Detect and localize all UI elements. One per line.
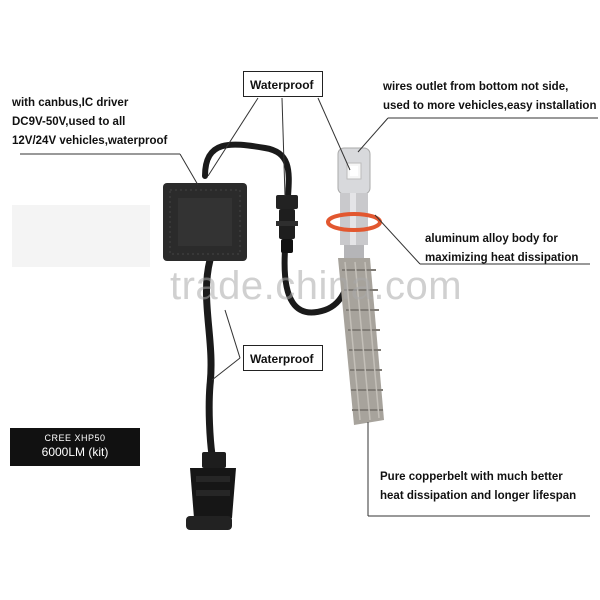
cree-model: CREE XHP50 xyxy=(44,433,106,443)
cree-band: CREE XHP50 6000LM (kit) xyxy=(10,428,140,466)
callout-lines xyxy=(20,97,598,517)
led-bulb xyxy=(326,147,382,259)
waterproof-connector-top xyxy=(276,195,298,253)
copper-note-line-2: heat dissipation and longer lifespan xyxy=(380,490,577,502)
body-note-line-2: maximizing heat dissipation xyxy=(425,252,579,264)
driver-box xyxy=(163,183,247,261)
waterproof-label-top: Waterproof xyxy=(243,71,323,97)
wires-note-line-2: used to more vehicles,easy installation xyxy=(383,100,597,112)
driver-note-line-1: with canbus,IC driver xyxy=(12,97,129,109)
driver-note: with canbus,IC driver DC9V-50V,used to a… xyxy=(12,94,167,151)
body-note: aluminum alloy body for maximizing heat … xyxy=(425,230,578,268)
cree-panel: CREE XHP50 6000LM (kit) xyxy=(10,366,140,466)
wires-note: wires outlet from bottom not side, used … xyxy=(383,78,596,116)
copper-note: Pure copperbelt with much better heat di… xyxy=(380,468,576,506)
cree-lumens: 6000LM (kit) xyxy=(41,445,109,459)
body-note-line-1: aluminum alloy body for xyxy=(425,233,558,245)
copper-note-line-1: Pure copperbelt with much better xyxy=(380,471,563,483)
driver-note-line-3: 12V/24V vehicles,waterproof xyxy=(12,135,168,147)
wires-note-line-1: wires outlet from bottom not side, xyxy=(383,81,569,93)
copper-braid xyxy=(338,258,384,425)
driver-cable-bottom xyxy=(202,256,216,459)
main-plug xyxy=(186,452,236,530)
driver-note-line-2: DC9V-50V,used to all xyxy=(12,116,126,128)
watermark-text: trade.china.com xyxy=(170,264,463,308)
led-chip-panel xyxy=(12,205,150,267)
waterproof-label-bottom: Waterproof xyxy=(243,345,323,371)
driver-cable-top xyxy=(202,141,292,199)
